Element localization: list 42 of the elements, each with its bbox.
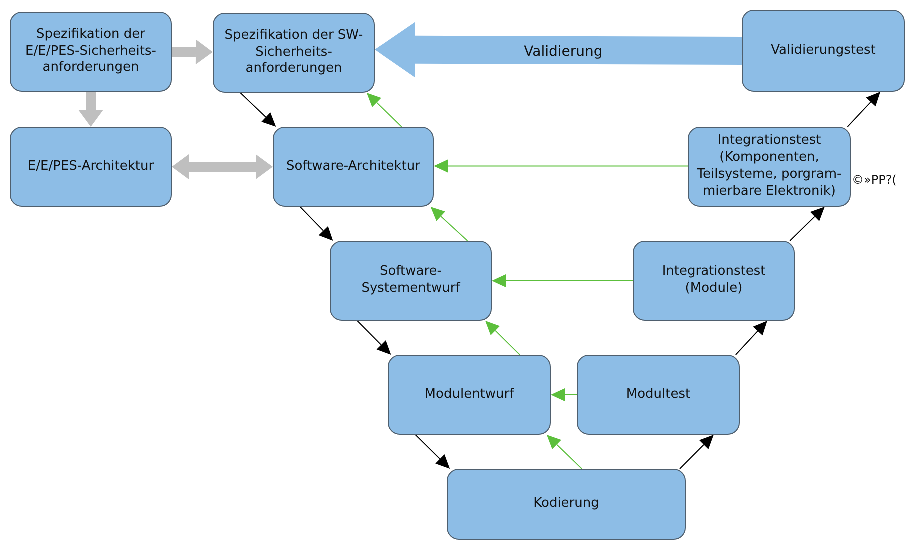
arrow <box>240 92 276 127</box>
process-box <box>388 355 551 435</box>
node-label: Spezifikation der E/E/PES-Sicherheits-anforderungen <box>24 26 158 78</box>
process-box <box>213 13 375 93</box>
node-label: Integrationstest (Module) <box>661 264 767 298</box>
node-label: Integrationstest (Komponenten, Teilsysteme, porgram-mierbare Elektronik) <box>696 133 843 201</box>
block-arrow <box>172 154 273 180</box>
arrow <box>790 207 825 242</box>
node-label: Software-Systementwurf <box>360 264 462 298</box>
process-box <box>273 127 434 207</box>
arrow <box>300 206 334 241</box>
node-label: Validierungstest <box>771 42 876 60</box>
arrow <box>492 274 634 288</box>
node-note: ©»PP?( <box>851 173 897 188</box>
arrow <box>546 435 583 470</box>
process-box <box>10 12 172 92</box>
block-arrow <box>375 22 742 78</box>
arrow <box>680 435 714 470</box>
edge-label: Validierung <box>524 44 603 60</box>
arrow <box>434 160 688 173</box>
process-box <box>447 469 686 540</box>
node-label: Spezifikation der SW-Sicherheits-anforderungen <box>224 28 364 78</box>
arrow <box>486 321 521 356</box>
node-label: Kodierung <box>534 496 600 513</box>
node-label: Modulentwurf <box>424 386 514 404</box>
arrow <box>415 434 450 469</box>
node-label: E/E/PES-Architektur <box>28 158 154 176</box>
process-box <box>330 241 492 321</box>
process-box <box>633 241 795 321</box>
arrow <box>430 207 468 242</box>
process-box <box>742 10 905 92</box>
arrow <box>357 320 392 355</box>
arrow <box>847 92 881 128</box>
arrow <box>551 388 578 402</box>
node-label: Software-Architektur <box>286 158 420 176</box>
process-box <box>10 127 172 207</box>
block-arrow <box>172 40 213 65</box>
process-box <box>577 355 740 435</box>
block-arrow <box>78 92 104 127</box>
node-label: Modultest <box>626 386 691 404</box>
arrow <box>735 321 768 356</box>
arrow <box>366 93 402 128</box>
